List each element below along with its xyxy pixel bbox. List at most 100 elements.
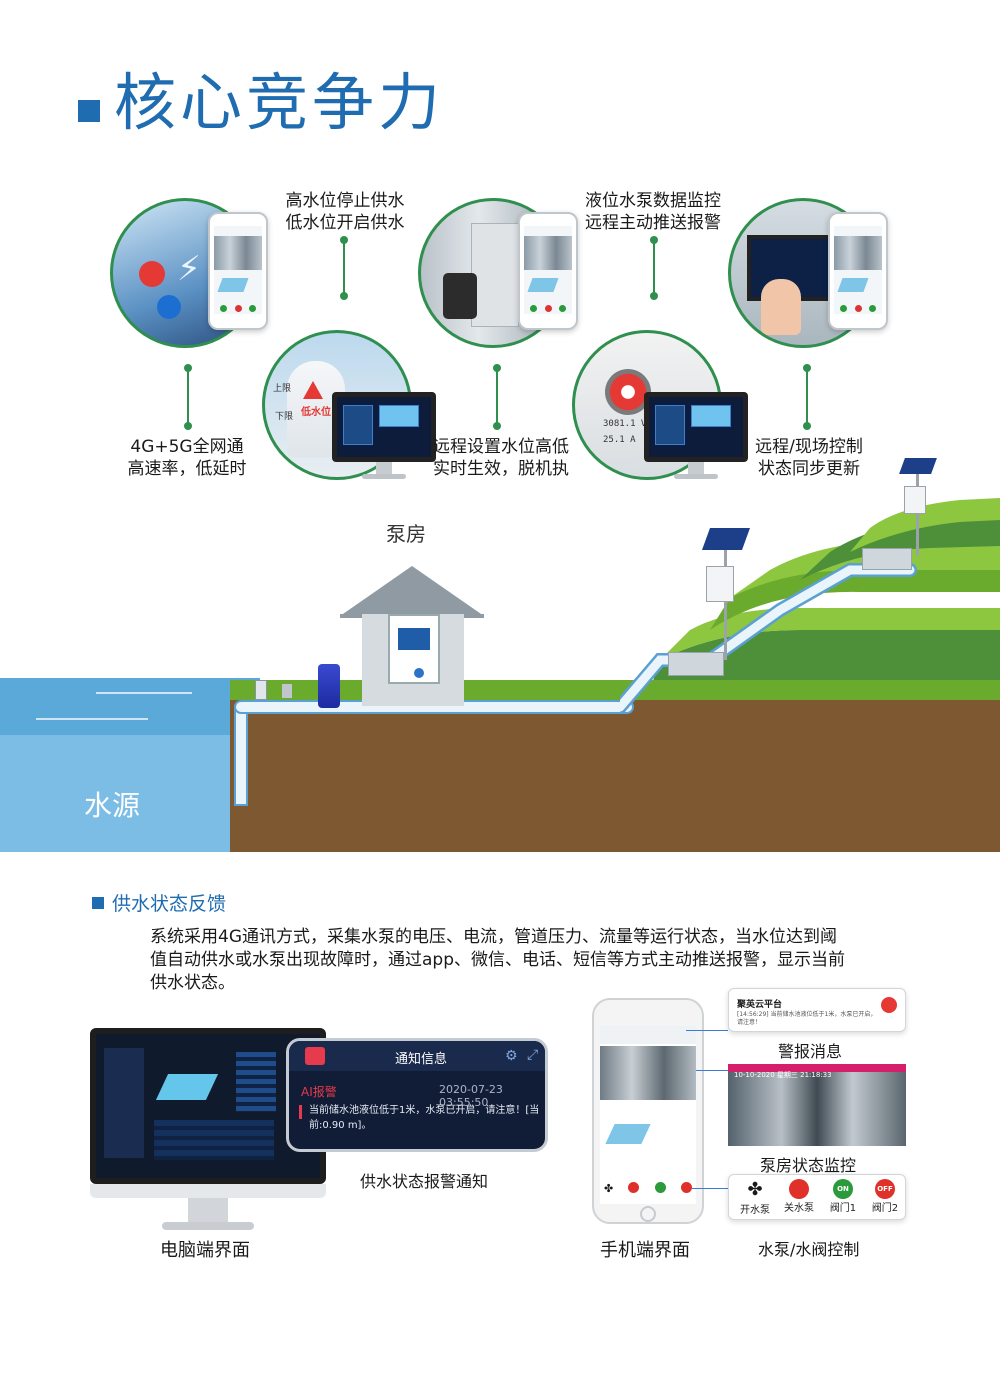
- connector-line-3: [496, 368, 498, 426]
- feature-3-text: 远程设置水位高低 实时生效，脱机执: [426, 436, 576, 480]
- settings-icon[interactable]: ⚙: [505, 1048, 518, 1064]
- feature-4-line2: 远程主动推送报警: [585, 213, 721, 233]
- mobile-control-row: ✤: [604, 1182, 692, 1196]
- water-source-label: 水源: [84, 789, 141, 822]
- warning-triangle-icon: [303, 381, 323, 399]
- vertical-pump-shape: [318, 664, 340, 708]
- pump-room-photo: 10-10-2020 星期三 21:18:33: [728, 1064, 906, 1146]
- pc-screen-table: [154, 1120, 274, 1160]
- connector-monitor: [696, 1070, 728, 1071]
- water-wave-1: [96, 692, 192, 694]
- phone-home-button: [640, 1206, 656, 1222]
- uphill-pipe: [620, 563, 917, 714]
- page-title: 核心竞争力: [114, 66, 445, 139]
- mobile-screen: ✤: [600, 1026, 696, 1204]
- feature-5-line2: 状态同步更新: [758, 459, 860, 479]
- pump-room-caption: 泵房状态监控: [760, 1156, 857, 1175]
- pump-current-readout: 25.1 A: [603, 435, 636, 445]
- fan-control-icon[interactable]: ✤: [747, 1179, 763, 1200]
- pump-room-timestamp: 10-10-2020 星期三 21:18:33: [734, 1071, 832, 1079]
- speaker-icon: [305, 1047, 325, 1065]
- section-square-icon: [92, 897, 104, 909]
- pc-screen-sidebar: [104, 1048, 144, 1158]
- pc-screen-pool: [155, 1074, 219, 1100]
- fan-icon[interactable]: ✤: [604, 1182, 614, 1195]
- connector-dot-3: [493, 364, 501, 372]
- phone-mockup-2: [518, 212, 578, 330]
- control-stop[interactable]: 关水泵: [781, 1179, 817, 1214]
- notification-message: 当前储水池液位低于1米，水泵已开启，请注意！[当前:0.90 m]。: [309, 1105, 540, 1131]
- finger-shape: [761, 279, 801, 335]
- pc-monitor-base: [162, 1222, 254, 1230]
- connector-dot-1b: [184, 422, 192, 430]
- title-square-icon: [78, 100, 100, 122]
- control-label-1: 关水泵: [784, 1203, 814, 1214]
- feature-2-line1: 高水位停止供水: [285, 191, 405, 211]
- tank-low-label: 低水位: [301, 407, 331, 418]
- feature-5-line1: 远程/现场控制: [755, 437, 863, 457]
- connector-line-2: [343, 240, 345, 296]
- connector-dot-4: [650, 236, 658, 244]
- feedback-paragraph: 系统采用4G通讯方式，采集水泵的电压、电流，管道压力、流量等运行状态，当水位达到…: [150, 927, 845, 993]
- valve-2-off-icon[interactable]: OFF: [875, 1179, 895, 1199]
- alarm-message-caption: 警报消息: [778, 1042, 843, 1061]
- stop-pump-button[interactable]: [628, 1182, 640, 1193]
- connector-alert: [686, 1030, 728, 1031]
- monitor-mockup-1: [332, 392, 436, 482]
- reservoir-2: [862, 548, 912, 570]
- china-unicom-logo-icon: [139, 261, 165, 287]
- connector-line-1: [187, 368, 189, 426]
- stop-pump-icon[interactable]: [789, 1179, 809, 1199]
- phone-mockup-1: [208, 212, 268, 330]
- feature-3-line2: 实时生效，脱机执: [433, 459, 569, 479]
- solar-pole-2: [916, 474, 919, 556]
- connector-dot-4b: [650, 292, 658, 300]
- tank-lower-label: 下限: [275, 412, 294, 422]
- cabinet-shape: [471, 223, 519, 327]
- pump-house-label: 泵房: [386, 522, 426, 546]
- valve-2-button[interactable]: [680, 1182, 692, 1193]
- water-wave-2: [36, 718, 148, 720]
- connector-line-5: [806, 368, 808, 426]
- alert-message-card: 聚英云平台 [14:56:29] 当前储水池液位低于1米，水泵已开启，请注意！: [728, 988, 906, 1032]
- notification-header-text: 通知信息: [395, 1052, 448, 1067]
- alarm-notice-caption: 供水状态报警通知: [360, 1172, 489, 1191]
- feature-4-text: 液位水泵数据监控 远程主动推送报警: [578, 190, 728, 234]
- alert-card-message: [14:56:29] 当前储水池液位低于1米，水泵已开启，请注意！: [737, 1011, 877, 1026]
- control-valve1[interactable]: ON 阀门1: [825, 1179, 861, 1214]
- tank-upper-label: 上限: [273, 384, 292, 394]
- alert-app-name: 聚英云平台: [737, 1000, 783, 1010]
- mobile-phone-mockup: ✤: [592, 998, 704, 1224]
- control-valve2[interactable]: OFF 阀门2: [867, 1179, 903, 1214]
- panel-screen: [398, 628, 430, 650]
- connector-dot-1: [184, 364, 192, 372]
- hand-phone-shape: [443, 273, 477, 319]
- connector-dot-5b: [803, 422, 811, 430]
- feature-1-line2: 高速率，低延时: [127, 459, 247, 479]
- feature-5-text: 远程/现场控制 状态同步更新: [734, 436, 884, 480]
- feature-4-line1: 液位水泵数据监控: [585, 191, 721, 211]
- phone-mockup-3: [828, 212, 888, 330]
- valve-1-on-icon[interactable]: ON: [833, 1179, 853, 1199]
- feature-3-line1: 远程设置水位高低: [433, 437, 569, 457]
- feature-1-line1: 4G+5G全网通: [130, 437, 244, 457]
- solar-panel-1: [701, 528, 751, 550]
- panel-light: [414, 668, 424, 678]
- connector-dot-2: [340, 236, 348, 244]
- pc-ui-caption: 电脑端界面: [160, 1240, 250, 1261]
- feature-2-line2: 低水位开启供水: [285, 213, 405, 233]
- valve-1-button[interactable]: [654, 1182, 666, 1193]
- control-label-2: 阀门1: [829, 1203, 857, 1214]
- solar-panel-2: [899, 458, 937, 474]
- monitor-mockup-2: [644, 392, 748, 482]
- notification-accent-bar: [299, 1105, 302, 1119]
- reservoir-1: [668, 652, 724, 676]
- expand-icon[interactable]: ⤢: [527, 1047, 539, 1063]
- solar-pole-1: [724, 550, 727, 660]
- connector-dot-2b: [340, 292, 348, 300]
- notification-type: AI报警: [301, 1085, 337, 1099]
- control-fan[interactable]: ✤ 开水泵: [737, 1179, 773, 1216]
- control-label-3: 阀门2: [871, 1203, 899, 1214]
- pc-monitor-chin: [90, 1184, 326, 1198]
- pump-icon: [605, 369, 651, 415]
